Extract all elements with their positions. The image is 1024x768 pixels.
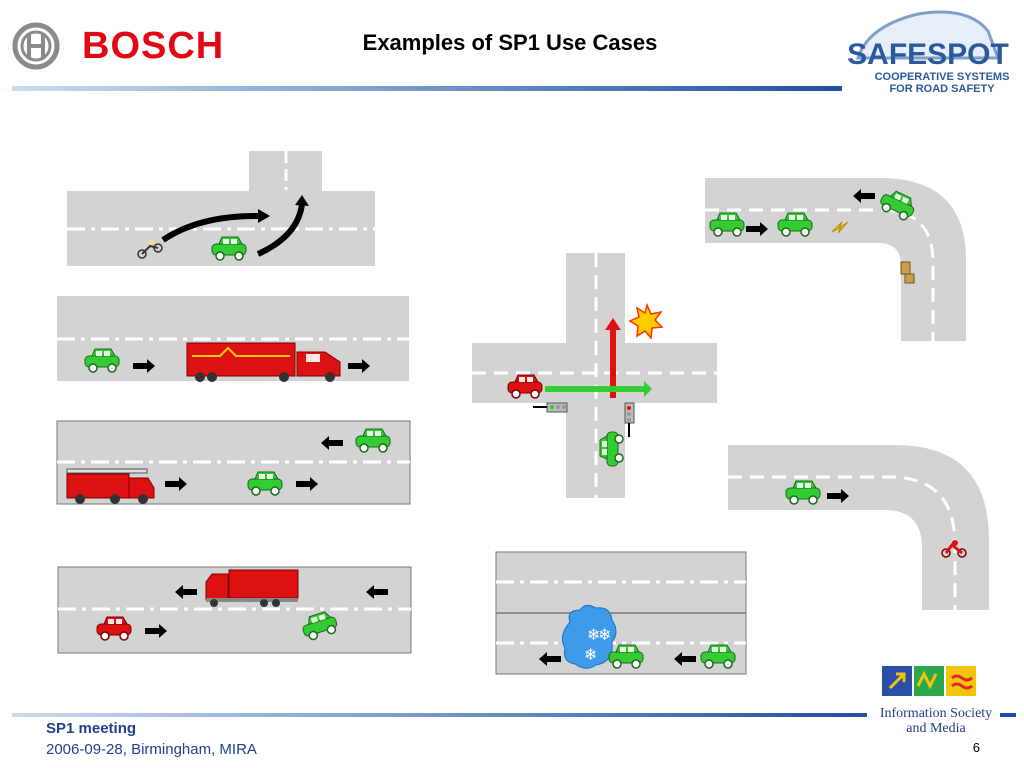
footer-meeting: SP1 meeting — [46, 720, 137, 737]
collision-star-icon — [628, 302, 664, 340]
lightning-icon — [831, 221, 849, 234]
scene-truck-following — [57, 296, 409, 382]
pedestrian-icon — [900, 261, 915, 284]
scene-oncoming-overtake — [57, 566, 412, 654]
safespot-tagline-2: FOR ROAD SAFETY — [889, 83, 995, 95]
bosch-emblem-icon — [12, 22, 60, 70]
scene-emergency-vehicle — [56, 420, 411, 505]
svg-text:❄: ❄ — [598, 625, 611, 644]
footer-date-location: 2006-09-28, Birmingham, MIRA — [46, 741, 257, 758]
partner-logo-line-1: Information Society — [880, 706, 992, 721]
truck-icon — [186, 342, 341, 382]
motorbike-icon — [137, 239, 163, 259]
footer-divider-end — [1000, 713, 1016, 717]
traffic-light-icon — [624, 402, 635, 437]
scene-ice-warning: ❄ ❄ ❄ — [495, 551, 747, 675]
scene-intersection-collision — [472, 253, 717, 498]
motorbike-icon — [941, 540, 967, 558]
information-society-logo: Information Society and Media — [880, 666, 992, 736]
header-divider — [12, 86, 842, 91]
scene-overtake-turn — [67, 151, 375, 266]
safespot-wordmark: SAFESPOT — [847, 38, 1009, 71]
svg-text:❄: ❄ — [584, 645, 597, 664]
truck-icon — [205, 569, 299, 607]
bosch-logo: BOSCH — [12, 22, 232, 72]
scene-curve-accident — [705, 178, 966, 341]
partner-logo-line-2: and Media — [906, 721, 966, 736]
ice-patch-icon: ❄ ❄ ❄ — [561, 604, 617, 669]
safespot-logo: SAFESPOT COOPERATIVE SYSTEMS FOR ROAD SA… — [847, 10, 1010, 95]
page-title: Examples of SP1 Use Cases — [362, 30, 658, 55]
scene-curve-motorbike — [728, 445, 989, 610]
safespot-tagline-1: COOPERATIVE SYSTEMS — [875, 71, 1010, 83]
company-name: BOSCH — [82, 25, 225, 67]
svg-text:❄: ❄ — [587, 625, 600, 644]
traffic-light-icon — [533, 402, 568, 413]
footer-divider — [12, 713, 867, 717]
page-number: 6 — [972, 740, 980, 755]
fire-truck-icon — [66, 468, 155, 504]
